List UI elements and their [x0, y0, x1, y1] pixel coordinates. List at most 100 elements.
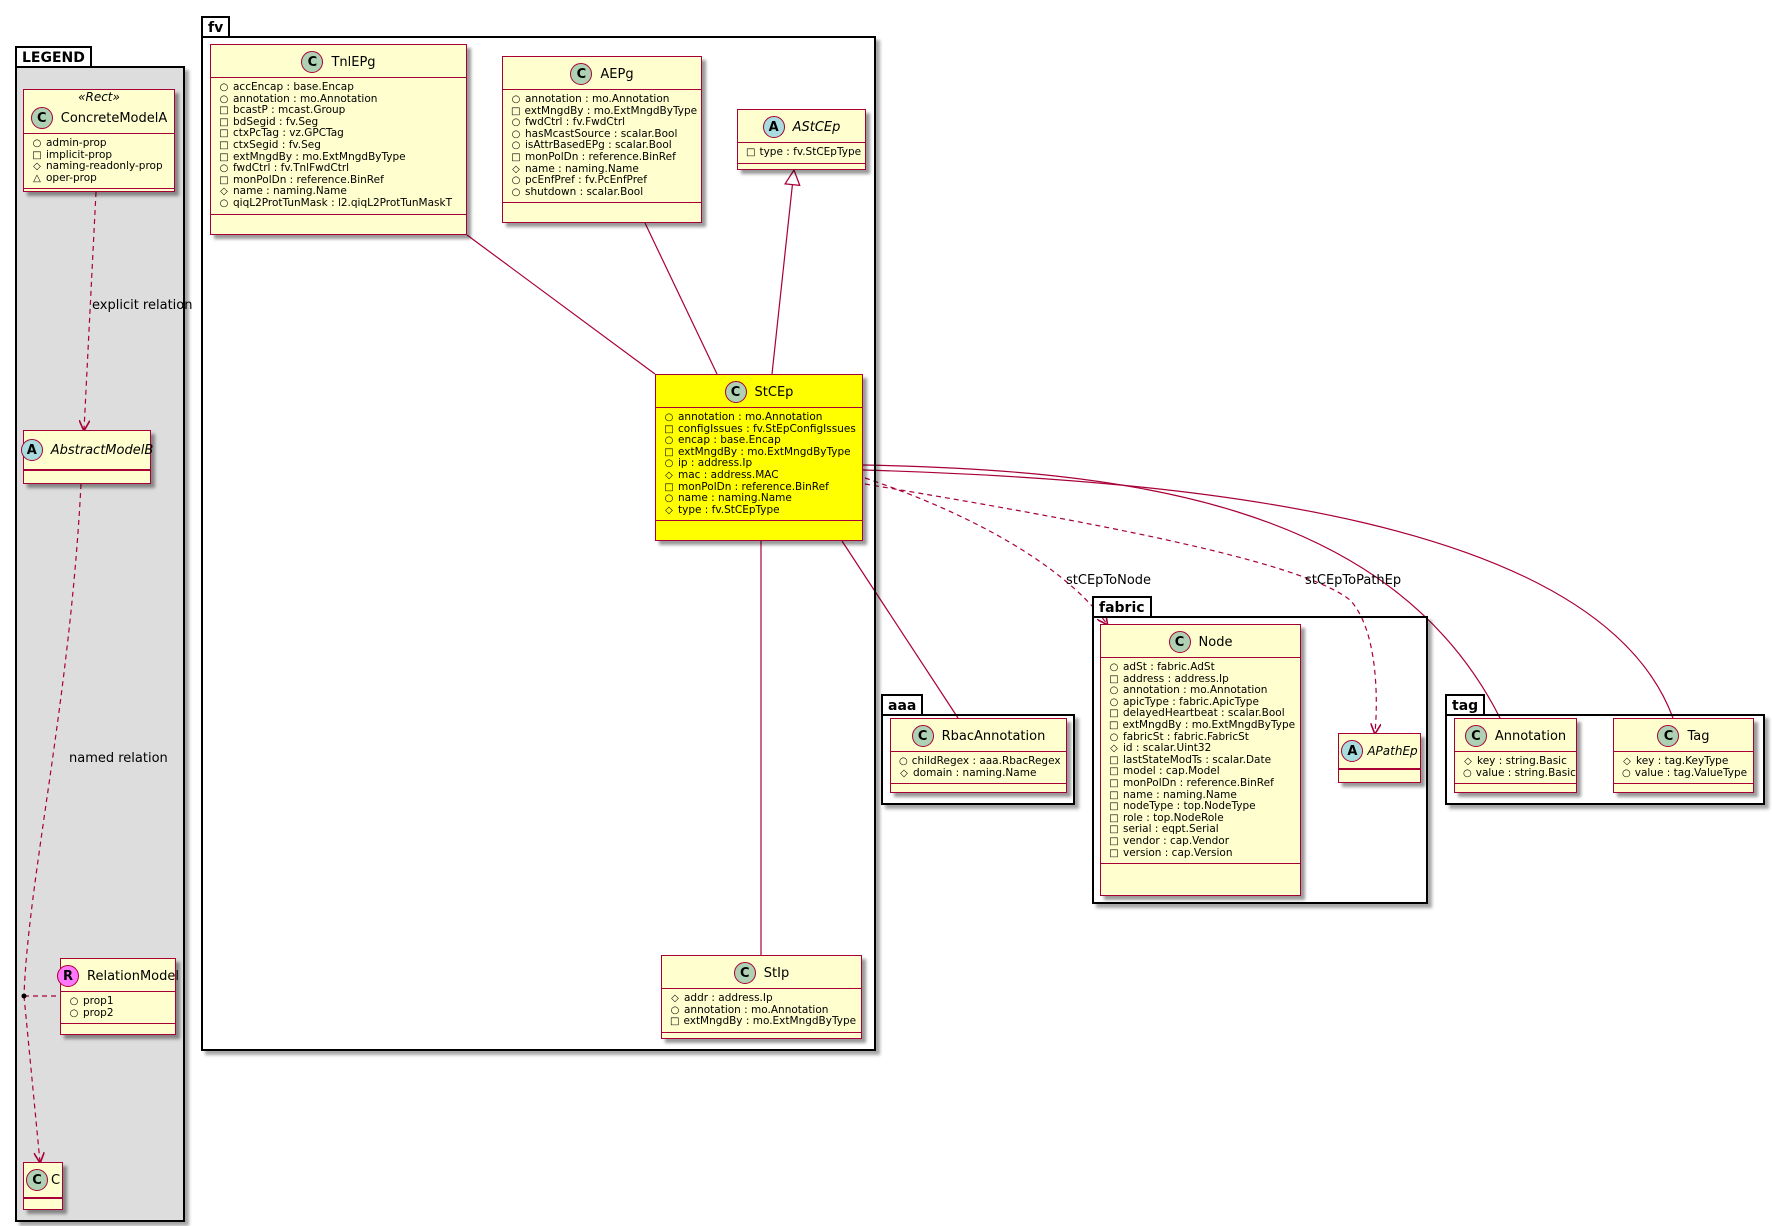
- visibility-icon: ○: [1463, 767, 1472, 779]
- attribute-list: ○annotation : mo.Annotation□extMngdBy : …: [503, 90, 701, 202]
- legend-named-relation-line: [23, 483, 82, 997]
- stcep-to-node-relation-line: [864, 477, 1107, 624]
- attribute-row: □nodeType : top.NodeType: [1109, 801, 1294, 813]
- named-relation-label: named relation: [69, 751, 168, 766]
- visibility-icon: ○: [511, 94, 521, 105]
- attribute-list: □type : fv.StCEpType: [738, 143, 865, 163]
- visibility-icon: ○: [219, 93, 229, 105]
- attribute-text: role : top.NodeRole: [1123, 811, 1224, 824]
- stcep-to-annotation-line: [849, 460, 1501, 719]
- visibility-icon: ○: [511, 186, 521, 198]
- abstract-class-icon: A: [762, 116, 785, 138]
- attribute-list: ○admin-prop□implicit-prop◇naming-readonl…: [24, 134, 174, 188]
- attribute-text: oper-prop: [46, 171, 97, 184]
- class-concrete-model-a[interactable]: «Rect» C ConcreteModelA ○admin-prop□impl…: [23, 89, 175, 192]
- legend-named-relation-arrow: [23, 995, 40, 1162]
- visibility-icon: △: [33, 172, 41, 184]
- attribute-text: extMngdBy : mo.ExtMngdByType: [233, 150, 406, 163]
- stcep-to-pathep-relation-line: [864, 483, 1376, 733]
- class-name: Tag: [1687, 728, 1710, 744]
- attribute-row: ◇key : string.Basic: [1463, 755, 1570, 768]
- attribute-text: ctxPcTag : vz.GPCTag: [233, 127, 344, 140]
- attribute-text: configIssues : fv.StEpConfigIssues: [678, 422, 856, 435]
- attribute-text: hasMcastSource : scalar.Bool: [525, 127, 678, 140]
- class-relation-model[interactable]: R RelationModel ○prop1○prop2: [57, 958, 179, 1035]
- visibility-icon: ○: [664, 435, 674, 447]
- attribute-row: ○fabricSt : fabric.FabricSt: [1109, 730, 1294, 744]
- visibility-icon: ○: [511, 140, 521, 152]
- class-c[interactable]: C C: [23, 1162, 63, 1210]
- attribute-row: □extMngdBy : mo.ExtMngdByType: [219, 150, 460, 164]
- attribute-text: vendor : cap.Vendor: [1123, 834, 1230, 847]
- attribute-text: ip : address.Ip: [678, 457, 753, 470]
- attribute-text: fwdCtrl : fv.TnlFwdCtrl: [233, 162, 350, 175]
- attribute-text: extMngdBy : mo.ExtMngdByType: [524, 104, 698, 117]
- attribute-text: mac : address.MAC: [678, 468, 779, 481]
- class-icon: C: [301, 51, 324, 73]
- attribute-text: extMngdBy : mo.ExtMngdByType: [678, 445, 851, 458]
- visibility-icon: □: [1109, 777, 1119, 789]
- attribute-row: ◇addr : address.Ip: [670, 992, 855, 1005]
- visibility-icon: □: [219, 116, 229, 128]
- attribute-row: □name : naming.Name: [1109, 789, 1294, 802]
- visibility-icon: □: [664, 446, 674, 458]
- visibility-icon: □: [1109, 847, 1119, 859]
- attribute-row: ○ shutdown : scalar.Bool: [511, 185, 695, 199]
- visibility-icon: □: [746, 147, 756, 158]
- attribute-row: ◇type : fv.StCEpType: [664, 504, 856, 517]
- attribute-row: ○hasMcastSource : scalar.Bool: [511, 127, 695, 141]
- fv-package: [201, 36, 876, 1051]
- attribute-row: ○ apicType : fabric.ApicType: [1109, 695, 1294, 709]
- visibility-icon: ◇: [671, 993, 679, 1004]
- visibility-icon: □: [219, 128, 229, 140]
- stcep-to-tag-line: [849, 465, 1674, 719]
- attribute-text: fabricSt : fabric.FabricSt: [1123, 730, 1249, 743]
- visibility-icon: □: [219, 105, 229, 117]
- tag-package: [1445, 714, 1765, 805]
- attribute-row: ○fwdCtrl : fv.TnlFwdCtrl: [219, 163, 460, 175]
- attribute-row: ○childRegex : aaa.RbacRegex: [899, 755, 1061, 768]
- class-name: Annotation: [1494, 728, 1567, 744]
- visibility-icon: ○: [219, 197, 229, 209]
- visibility-icon: □: [1109, 812, 1119, 824]
- visibility-icon: □: [1109, 789, 1119, 801]
- attribute-text: monPolDn : reference.BinRef: [1123, 776, 1274, 789]
- legend-explicit-relation-line: [84, 191, 97, 430]
- class-abstract-model-b[interactable]: A AbstractModelB: [20, 430, 153, 484]
- attribute-row: □configIssues : fv.StEpConfigIssues: [664, 422, 856, 436]
- attribute-list: ○accEncap : base.Encap○annotation : mo.A…: [211, 78, 466, 214]
- attribute-text: apicType : fabric.ApicType: [1123, 695, 1259, 708]
- visibility-icon: ○: [1109, 662, 1119, 673]
- attribute-row: □model : cap.Model: [1109, 766, 1294, 778]
- visibility-icon: □: [511, 151, 521, 163]
- visibility-icon: ○: [1622, 767, 1631, 779]
- class-icon: C: [1168, 631, 1191, 653]
- visibility-icon: ◇: [1110, 743, 1118, 755]
- class-name: StIp: [763, 965, 790, 981]
- attribute-row: □bcastP : mcast.Group: [219, 105, 460, 117]
- visibility-icon: □: [1109, 801, 1119, 813]
- visibility-icon: ○: [32, 138, 42, 149]
- attribute-text: naming-readonly-prop: [46, 160, 163, 173]
- fabric-package: [1092, 616, 1428, 904]
- visibility-icon: ○: [1109, 696, 1119, 708]
- explicit-relation-label: explicit relation: [92, 298, 193, 313]
- attribute-text: lastStateModTs : scalar.Date: [1123, 753, 1272, 766]
- attribute-text: version : cap.Version: [1123, 846, 1233, 859]
- attribute-list: ◇key : string.Basic○value : string.Basic: [1455, 752, 1576, 783]
- visibility-icon: ◇: [1623, 756, 1631, 767]
- attribute-text: shutdown : scalar.Bool: [525, 185, 644, 198]
- attribute-row: ○isAttrBasedEPg : scalar.Bool: [511, 140, 695, 152]
- attribute-text: ctxSegid : fv.Seg: [233, 138, 321, 151]
- attribute-row: ○value : string.Basic: [1463, 767, 1576, 780]
